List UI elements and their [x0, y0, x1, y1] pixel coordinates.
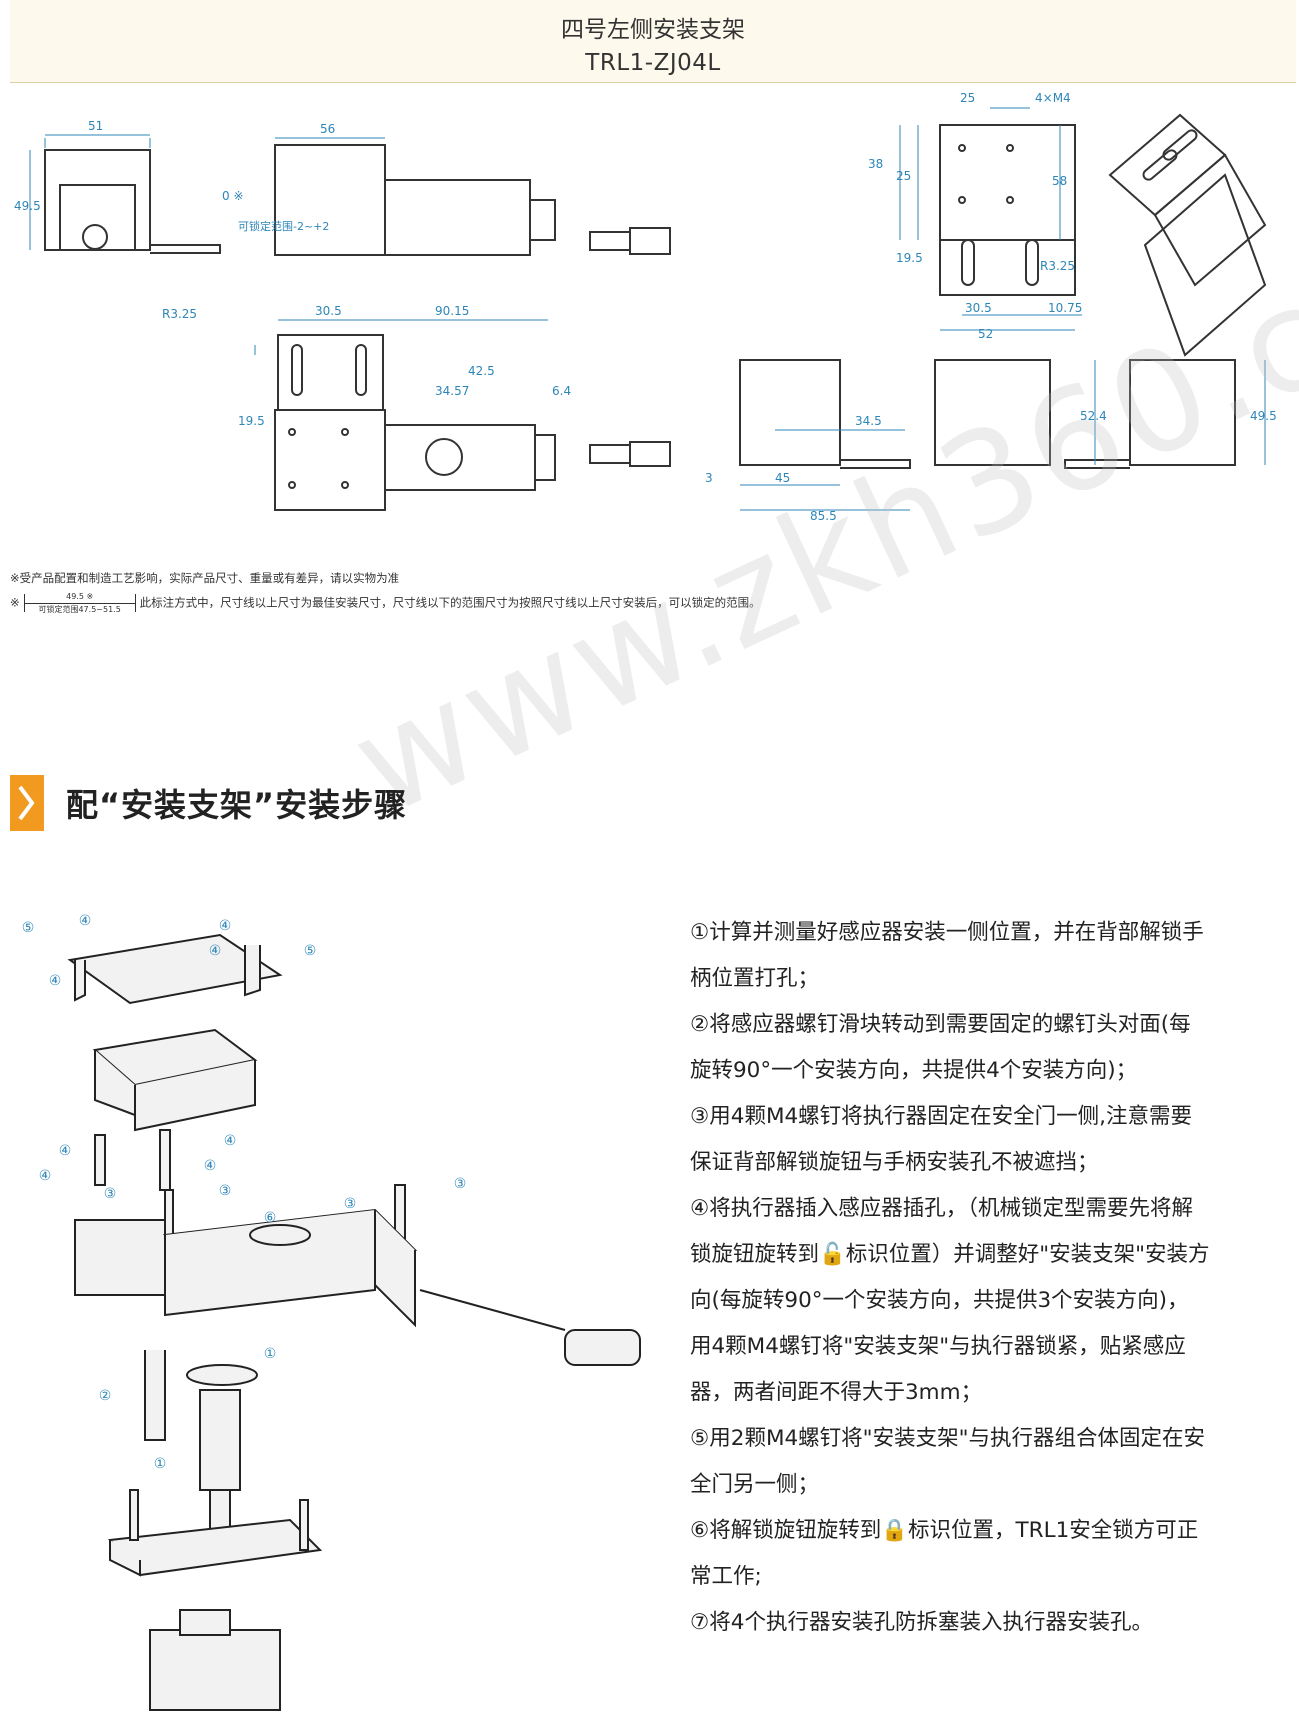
dim-34-57: 34.57 — [435, 384, 469, 398]
callout-3c: ③ — [344, 1196, 357, 1212]
callout-4g: ④ — [204, 1158, 217, 1174]
dim-19-5b: 19.5 — [896, 251, 923, 265]
callout-5b: ⑤ — [304, 943, 317, 959]
callout-1a: ① — [264, 1346, 277, 1362]
dim-56: 56 — [320, 122, 335, 136]
dim-r325a: R3.25 — [162, 307, 197, 321]
note-1: ※受产品配置和制造工艺影响，实际产品尺寸、重量或有差异，请以实物为准 — [10, 571, 400, 585]
note-2: ※ 49.5 ※ 可锁定范围47.5~51.5 此标注方式中，尺寸线以上尺寸为最佳安装… — [10, 592, 761, 615]
dim-25b: 25 — [896, 169, 911, 183]
callout-3a: ③ — [104, 1186, 117, 1202]
dim-19-5a: 19.5 — [238, 414, 265, 428]
dim-r325b: R3.25 — [1040, 259, 1075, 273]
dim-45: 45 — [775, 471, 790, 485]
dim-51: 51 — [88, 119, 103, 133]
dim-30-5a: 30.5 — [315, 304, 342, 318]
callout-4h: ④ — [39, 1168, 52, 1184]
dim-4xm4: 4×M4 — [1035, 91, 1071, 105]
step-3: ③用4颗M4螺钉将执行器固定在安全门一侧,注意需要保证背部解锁旋钮与手柄安装孔不… — [690, 1104, 1193, 1175]
callout-4b: ④ — [219, 918, 232, 934]
technical-drawing: 51 56 49.5 0 ※ 可锁定范围-2~+2 R3.25 30.5 90.… — [14, 91, 1277, 523]
callout-2: ② — [99, 1388, 112, 1404]
callout-4f: ④ — [59, 1143, 72, 1159]
dim-58: 58 — [1052, 174, 1067, 188]
callout-4e: ④ — [224, 1133, 237, 1149]
step-1: ①计算并测量好感应器安装一侧位置，并在背部解锁手柄位置打孔； — [690, 920, 1204, 991]
dim-49-5a: 49.5 — [14, 199, 41, 213]
callout-3b: ③ — [219, 1183, 232, 1199]
mini-dim-bottom: 可锁定范围47.5~51.5 — [24, 603, 135, 615]
assembly-illustration: ⑤ ④ ④ ④ ⑤ ④ ④ ④ ④ ④ ③ ③ ③ ③ ⑥ ① ② ① — [22, 913, 641, 1711]
dim-42-5: 42.5 — [468, 364, 495, 378]
dim-38: 38 — [868, 157, 883, 171]
product-title: 四号左侧安装支架 — [561, 17, 745, 43]
note-2-prefix: ※ — [10, 595, 20, 610]
product-model: TRL1-ZJ04L — [585, 50, 721, 76]
dim-52: 52 — [978, 327, 993, 341]
step-7: ⑦将4个执行器安装孔防拆塞装入执行器安装孔。 — [690, 1610, 1153, 1635]
dim-6-4: 6.4 — [552, 384, 571, 398]
callout-4d: ④ — [49, 973, 62, 989]
dim-90-15: 90.15 — [435, 304, 469, 318]
dim-30-5b: 30.5 — [965, 301, 992, 315]
dim-34-5: 34.5 — [855, 414, 882, 428]
note-2-text: 此标注方式中，尺寸线以上尺寸为最佳安装尺寸，尺寸线以下的范围尺寸为按照尺寸线以上… — [139, 595, 761, 610]
dim-range: 可锁定范围-2~+2 — [238, 219, 329, 233]
callout-3d: ③ — [454, 1176, 467, 1192]
dim-49-5b: 49.5 — [1250, 409, 1277, 423]
install-steps: ①计算并测量好感应器安装一侧位置，并在背部解锁手柄位置打孔； ②将感应器螺钉滑块… — [690, 910, 1210, 1646]
dim-85-5: 85.5 — [810, 509, 837, 523]
dim-3: 3 — [705, 471, 713, 485]
step-4: ④将执行器插入感应器插孔，（机械锁定型需要先将解锁旋钮旋转到🔓标识位置）并调整好… — [690, 1196, 1210, 1405]
dim-10-75: 10.75 — [1048, 301, 1082, 315]
dim-0: 0 ※ — [222, 189, 244, 203]
callout-5a: ⑤ — [22, 920, 35, 936]
chevron-right-icon — [10, 775, 44, 831]
callout-6: ⑥ — [264, 1210, 277, 1226]
dim-52-4: 52.4 — [1080, 409, 1107, 423]
section-title: 配“安装支架”安装步骤 — [66, 786, 408, 824]
step-6: ⑥将解锁旋钮旋转到🔒标识位置，TRL1安全锁方可正常工作; — [690, 1518, 1199, 1589]
mini-dimension: 49.5 ※ 可锁定范围47.5~51.5 — [23, 592, 136, 615]
callout-4c: ④ — [209, 943, 222, 959]
callout-4a: ④ — [79, 913, 92, 929]
step-5: ⑤用2颗M4螺钉将"安装支架"与执行器组合体固定在安全门另一侧； — [690, 1426, 1205, 1497]
step-2: ②将感应器螺钉滑块转动到需要固定的螺钉头对面(每旋转90°一个安装方向，共提供4… — [690, 1012, 1191, 1083]
dim-25a: 25 — [960, 91, 975, 105]
mini-dim-top: 49.5 ※ — [66, 592, 94, 601]
callout-1b: ① — [154, 1456, 167, 1472]
page-header: 四号左侧安装支架 TRL1-ZJ04L — [10, 0, 1296, 83]
